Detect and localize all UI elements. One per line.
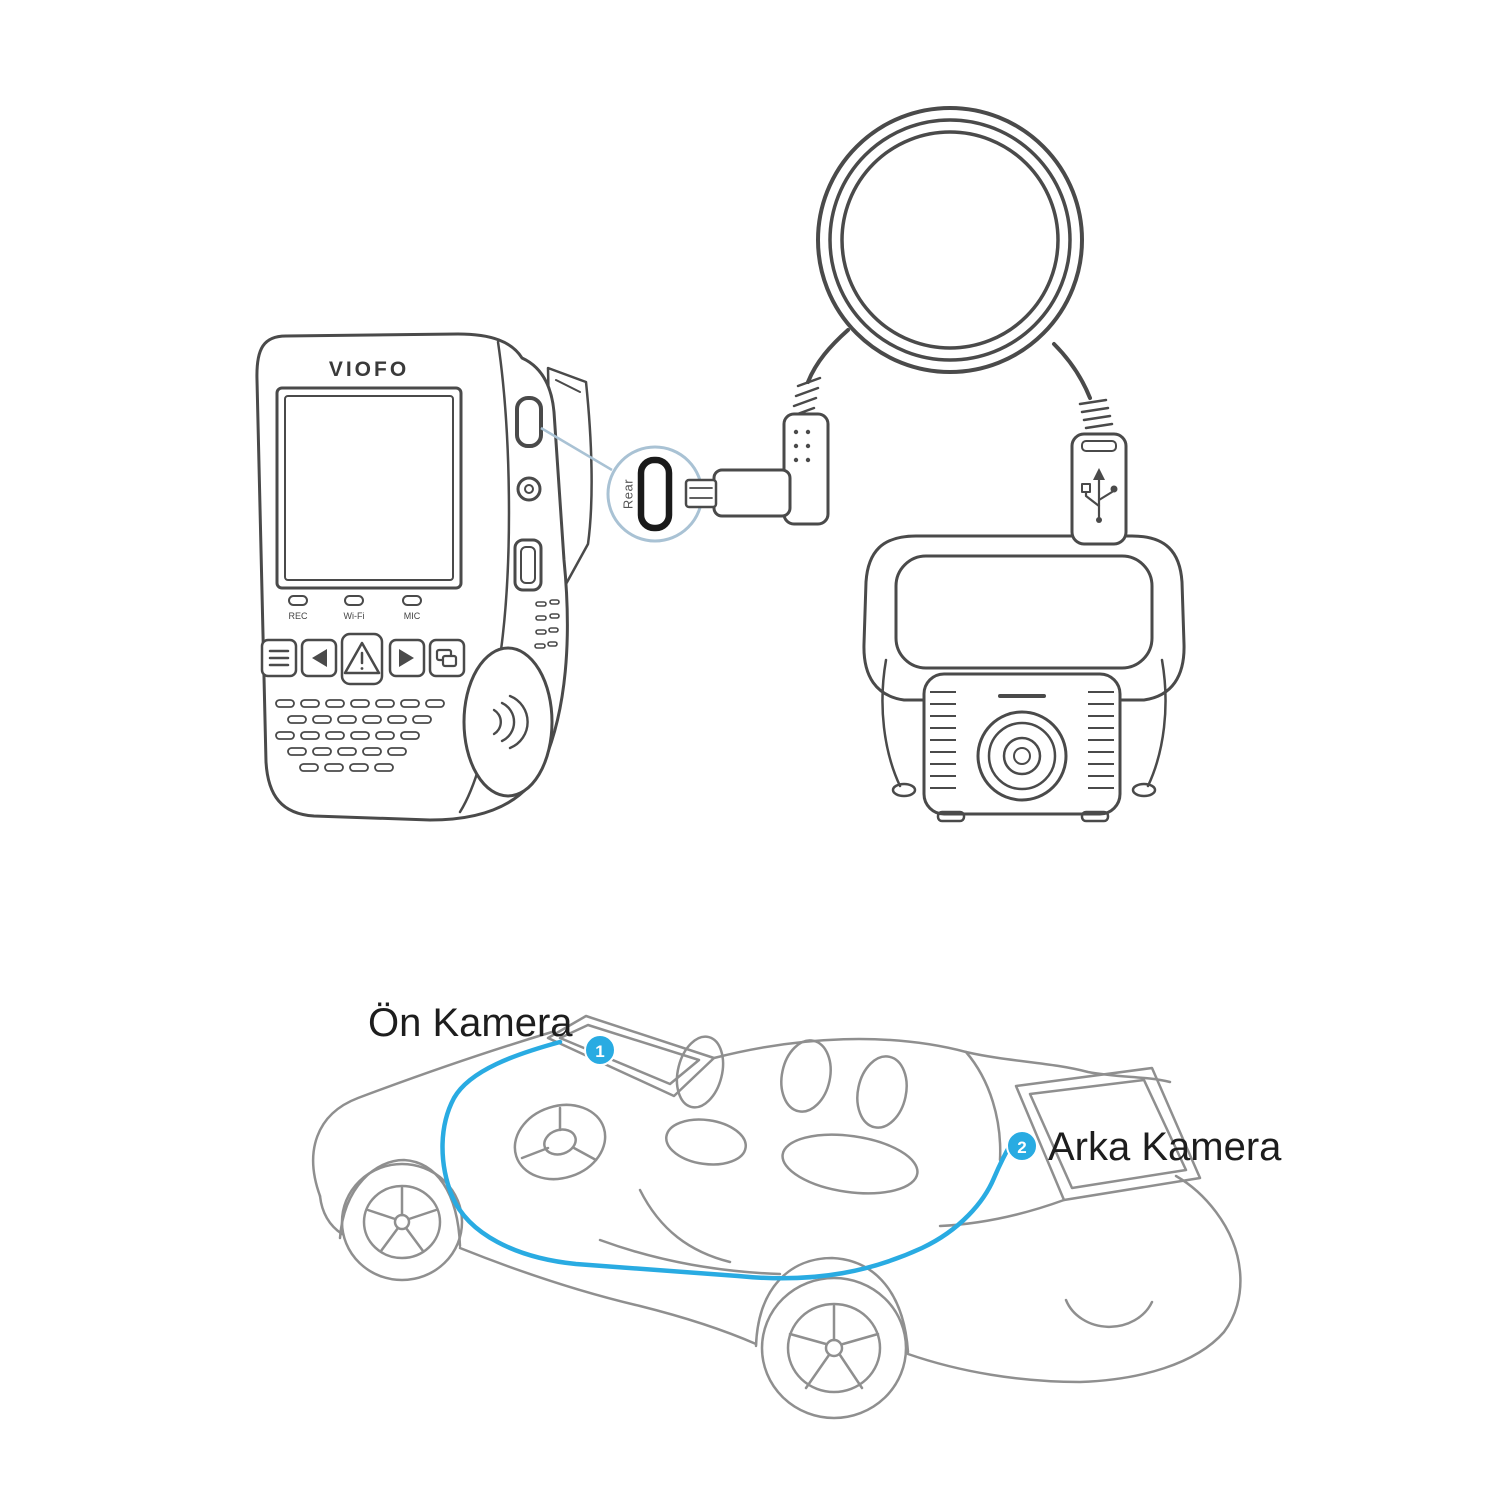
car-sketch: 1 2 Ön Kamera Arka Kamera <box>312 1001 1282 1420</box>
rear-wheel <box>760 1276 908 1420</box>
dashcam-screen <box>275 386 463 590</box>
cable-coil <box>816 106 1084 374</box>
rear-port-callout: Rear <box>540 426 704 543</box>
right-arrow-icon <box>399 649 414 667</box>
front-camera-marker: 1 <box>584 1034 616 1066</box>
side-button <box>516 476 542 502</box>
rear-av-port <box>515 396 543 448</box>
side-ports <box>513 396 543 592</box>
steering-wheel <box>513 1103 607 1181</box>
rear-camera-lens <box>976 710 1068 802</box>
rear-window-frame <box>1014 1066 1202 1202</box>
wifi-indicator-label: Wi-Fi <box>344 611 365 621</box>
mini-usb-tip <box>684 478 718 509</box>
windshield-frame <box>546 1014 716 1098</box>
brand-logo: VIOFO <box>329 358 409 381</box>
front-camera-label: Ön Kamera <box>368 1001 573 1045</box>
usb-connector <box>1052 342 1128 546</box>
warning-triangle-icon <box>343 641 381 675</box>
rear-camera-ribs <box>930 691 1114 789</box>
speaker-grille <box>275 699 445 772</box>
rear-camera-mount <box>862 534 1186 702</box>
right-angle-connector <box>684 328 850 526</box>
bottom-speaker <box>462 646 554 798</box>
usb-icon <box>1081 468 1118 523</box>
front-wheel <box>340 1162 464 1282</box>
menu-icon <box>268 649 290 667</box>
left-arrow-icon <box>312 649 327 667</box>
display-switch-icon <box>435 648 458 668</box>
speaker-wave-icon <box>492 694 529 750</box>
button-row <box>260 632 466 686</box>
connector-dots <box>793 429 811 463</box>
cable-route <box>440 1039 1015 1281</box>
mic-indicator-label: MIC <box>404 611 421 621</box>
rear-camera-label: Arka Kamera <box>1048 1125 1282 1169</box>
front-dashcam: VIOFO REC Wi-Fi MIC <box>255 332 569 822</box>
rec-indicator-label: REC <box>288 611 308 621</box>
rear-camera <box>862 534 1186 823</box>
front-camera-marker-number: 1 <box>595 1042 604 1061</box>
rear-port-label: Rear <box>620 479 635 509</box>
rear-camera-marker-number: 2 <box>1017 1138 1026 1157</box>
rear-camera-body <box>922 672 1122 816</box>
rear-camera-marker: 2 <box>1006 1130 1038 1162</box>
far-rear-wheel <box>1064 1298 1154 1329</box>
seats <box>665 1035 919 1195</box>
side-vents <box>534 599 560 649</box>
rear-port-slot <box>637 456 673 532</box>
indicator-leds: REC Wi-Fi MIC <box>288 595 422 621</box>
